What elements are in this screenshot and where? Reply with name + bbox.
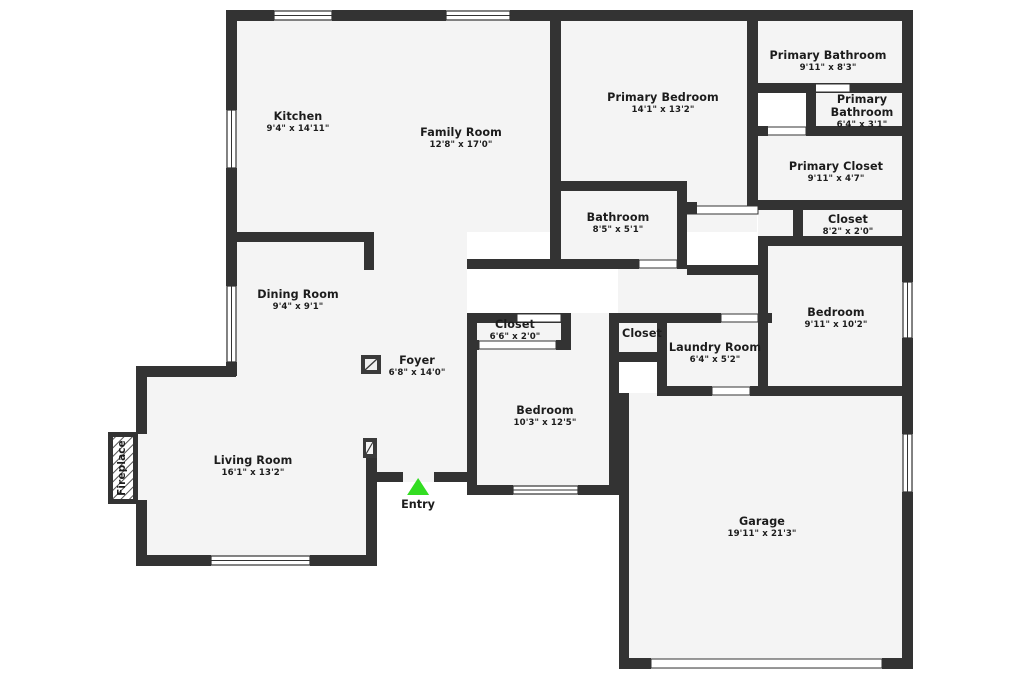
room-floor-fills (136, 10, 913, 669)
window (210, 555, 311, 566)
window (445, 10, 511, 21)
door-opening (711, 386, 751, 396)
skylight-icon (361, 355, 381, 374)
walls (108, 10, 913, 669)
entry-label: Entry (401, 498, 435, 511)
window (512, 485, 579, 495)
fireplace-label: Fireplace (116, 440, 128, 496)
door-opening (686, 205, 759, 215)
entry-marker: Entry (401, 478, 435, 511)
door-opening (516, 313, 562, 323)
garage-door-opening (650, 658, 883, 669)
window (902, 433, 913, 493)
entry-triangle-icon (406, 478, 429, 495)
door-opening (638, 259, 678, 269)
window (273, 10, 333, 21)
window (902, 281, 913, 339)
fireplace-hatch-icon (108, 432, 138, 504)
door-opening (720, 313, 759, 323)
door-opening (761, 126, 807, 136)
window (226, 109, 237, 169)
window (226, 285, 237, 363)
door-opening (478, 340, 557, 350)
wall-fixture-icon (363, 438, 377, 458)
